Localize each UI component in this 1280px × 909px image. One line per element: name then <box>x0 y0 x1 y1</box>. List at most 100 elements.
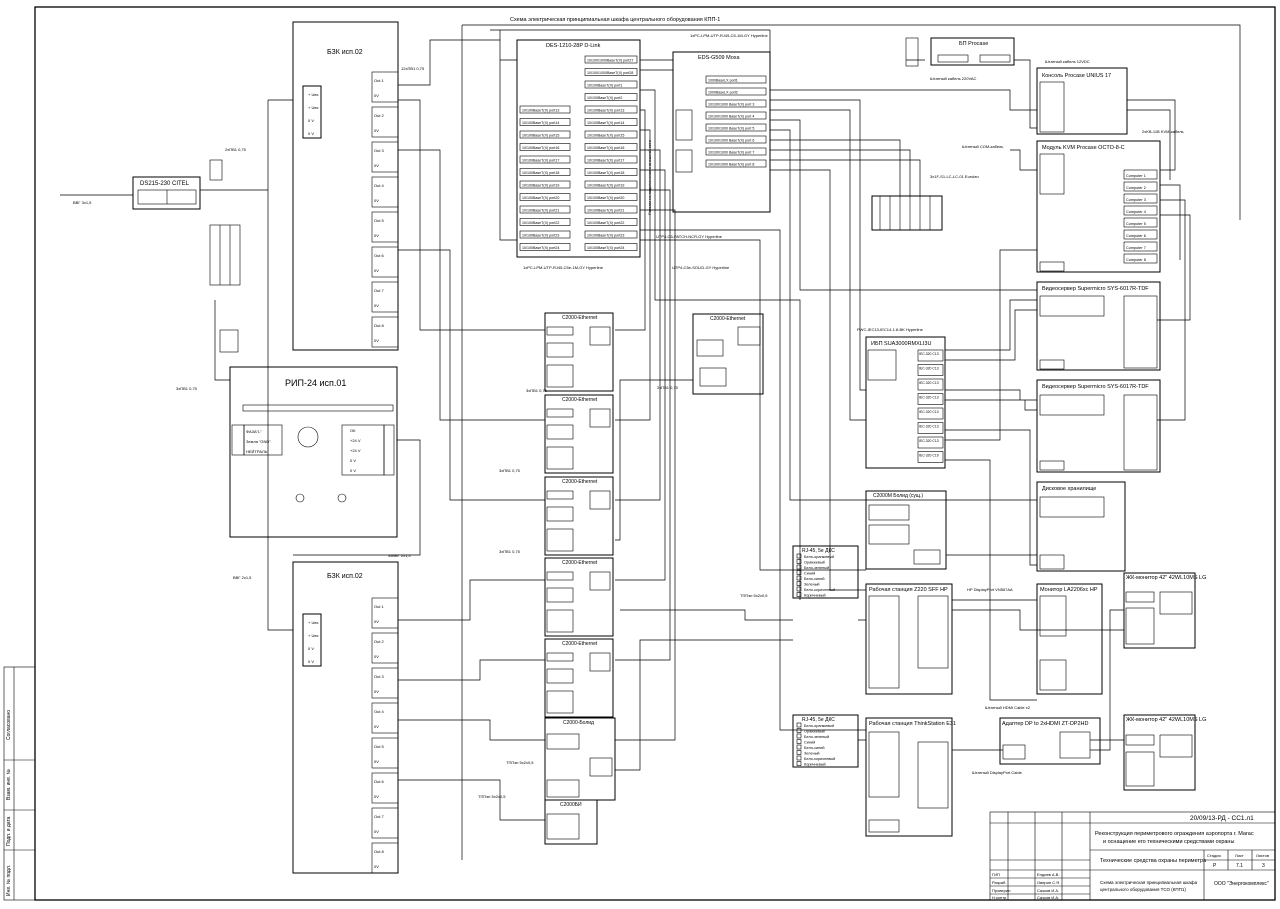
rj45-pin <box>796 586 802 592</box>
bzk-1-out-label: Out 8 <box>374 323 385 328</box>
bzk-2-out-v: 0V <box>374 794 379 799</box>
bzk-1-out-block <box>371 246 399 278</box>
ups-outlet-label: IEC-320 C13 <box>919 367 939 371</box>
bzk-1-out-label: Out 1 <box>374 78 385 83</box>
c2000-ethernet-block: C2000-Ethernet <box>544 557 614 637</box>
cable-label-12xpv1: 12хПВ1 0,75 <box>401 66 425 71</box>
kvm-port-label: Computer 7 <box>1126 246 1146 250</box>
dlink-port <box>584 143 638 151</box>
cable-label-patch-ncr: UTP4-C5-PATCH-NCR-GY Hyperline <box>656 234 723 239</box>
cable-label-4xvvg: 4xВВГ 2x1,5 <box>388 553 411 558</box>
dlink-port-label: 10/100BaseT(X) port17 <box>587 159 624 163</box>
cable-label-displayport: HP DisplayPort VN567AA <box>967 587 1013 592</box>
cable-label-kvm: 2xKB-11B KVM-кабель <box>1142 129 1184 134</box>
dlink-port-left <box>519 130 571 139</box>
rip-24: РИП-24 исп.01 ФАЗА"L" Земля "GND" НЕЙТРА… <box>229 366 398 538</box>
bzk-2-out-block <box>371 842 399 874</box>
rj45-pair-color: Бело-синий <box>804 577 824 581</box>
cable-labels: 1xPC-LPM-UTP-RJ45-C5-1M-GY Hyperline Шта… <box>73 33 1184 799</box>
c2000-ethernet-block: C2000-Ethernet <box>544 312 614 392</box>
bzk-2-out-block <box>371 772 399 804</box>
dlink-port <box>584 130 638 139</box>
dlink-port-left <box>519 143 571 151</box>
bzk-2-out-v: 0V <box>374 689 379 694</box>
rj45-pair-color: Зеленый <box>804 582 820 586</box>
kvm-port-label: Computer 8 <box>1126 258 1146 262</box>
cable-label-12vdc: Штатный кабель 12VDC <box>1045 59 1090 64</box>
rj45-pin <box>796 750 802 755</box>
dlink-port <box>584 205 638 214</box>
rip-title: РИП-24 исп.01 <box>285 378 346 388</box>
role-check: Проверил <box>992 888 1011 893</box>
lcd-monitor-2: ЖК-монитор 42" 42WL10MS LG <box>1123 714 1206 791</box>
rip-term-n: НЕЙТРАЛЬ" <box>246 449 269 454</box>
c2000-ethernet-block: C2000-Ethernet <box>544 394 614 474</box>
bzk-1-out-label: Out 7 <box>374 288 385 293</box>
company-name: ООО "Энергокомплекс" <box>1214 881 1269 887</box>
workstation-lenovo: Рабочая станция ThinkStation E31 <box>865 717 956 837</box>
role-gip: ГИП <box>992 872 1000 877</box>
rip-term-l: ФАЗА"L" <box>246 429 262 434</box>
bzk-1-out-v: 0V <box>374 233 379 238</box>
bzk-2-out-block <box>371 702 399 734</box>
kvm-port <box>1123 193 1158 204</box>
cable-label-vvg21: ВВГ 2x1,5 <box>233 575 252 580</box>
moxa-port-label: 10/100/1000 BaseT(X) port 8 <box>708 163 754 167</box>
dlink-port <box>584 180 638 189</box>
kvm-port <box>1123 205 1158 216</box>
dlink-port-label: 10/100BaseT(X) port13 <box>587 109 624 113</box>
margin-label-sign: Подп. и дата <box>6 816 12 846</box>
rj45-pair-color: Синий <box>804 740 815 744</box>
moxa-port-label: 1000BaseLX port2 <box>708 91 738 95</box>
dlink-port <box>584 155 638 164</box>
rj45-pin <box>796 761 802 766</box>
moxa-port <box>705 123 767 132</box>
stage-label: Стадия <box>1207 853 1221 858</box>
rj45-pair-color: Бело-коричневый <box>804 588 835 592</box>
c2000-ethernet-title: C2000-Ethernet <box>562 641 598 647</box>
rj45-pair-color: Бело-оранжевый <box>804 724 834 728</box>
dlink-port-label: 10/100BaseT(X) port16 <box>587 146 624 150</box>
kvm-port-label: Computer 1 <box>1126 174 1146 178</box>
bzk-2-out-v: 0V <box>374 654 379 659</box>
dlink-port-left-label: 10/100BaseT(X) port19 <box>522 184 559 188</box>
bzk-2-out-label: Out 2 <box>374 639 385 644</box>
bzk-2-out-v: 0V <box>374 829 379 834</box>
dlink-port <box>584 118 638 126</box>
rj45-pair-color: Бело-синий <box>804 746 824 750</box>
dlink-port-left <box>519 230 571 239</box>
bzk-1-out-block <box>371 106 399 138</box>
bzk-2-out-v: 0V <box>374 864 379 869</box>
moxa-switch: EDS-G509 Moxa 1000BaseLX port11000BaseLX… <box>672 51 771 213</box>
bzk-2-out-block <box>371 632 399 664</box>
ds215-title: DS215-230 CITEL <box>140 181 190 187</box>
bzk-2-out-label: Out 4 <box>374 709 385 714</box>
kvm-module: Модуль KVM Procase OCTO-8-C Computer 1Co… <box>1036 140 1161 273</box>
kvm-port-label: Computer 3 <box>1126 198 1146 202</box>
bzk-1-out-v: 0V <box>374 163 379 168</box>
kvm-port <box>1123 181 1158 192</box>
sheet-label: Лист <box>1235 853 1244 858</box>
dlink-port-left <box>519 193 571 201</box>
rip-out-0b: 0 V <box>350 468 356 473</box>
moxa-port-label: 10/100/1000 BaseT(X) port 4 <box>708 115 754 119</box>
bzk-2-title: БЗК исп.02 <box>327 573 363 580</box>
dlink-port-left-label: 10/100BaseT(X) port14 <box>522 121 559 125</box>
c2000-ethernet-title: C2000-Ethernet <box>562 315 598 321</box>
ups-outlet <box>917 393 944 405</box>
cable-label-2xpv1-a: 2xПВ1 0,75 <box>225 147 247 152</box>
person-dev: Оверин С.Я. <box>1037 880 1060 885</box>
bzk-2-out-block <box>371 597 399 629</box>
rj45-pin <box>796 575 802 581</box>
rj45-pair-color: Бело-оранжевый <box>804 555 834 559</box>
ups-outlet-label: IEC-320 C13 <box>919 425 939 429</box>
bzk-1-out-label: Out 5 <box>374 218 385 223</box>
sheet-header-title: Схема электрическая принципиальная шкафа… <box>510 17 720 23</box>
kvm-port <box>1123 229 1158 240</box>
rj45-outlet-2: RJ-45, 5е ДКС Бело-оранжевыйОранжевыйБел… <box>792 714 859 768</box>
storage-title: Дисковое хранилище <box>1042 486 1096 492</box>
margin-label-inv: Инв. № подл. <box>6 865 12 896</box>
sheet-no-value: 7.1 <box>1236 863 1243 869</box>
dlink-port-label: 10/100BaseT(X) port24 <box>587 246 624 250</box>
bzk-1-in2: + Uвх <box>308 105 318 110</box>
